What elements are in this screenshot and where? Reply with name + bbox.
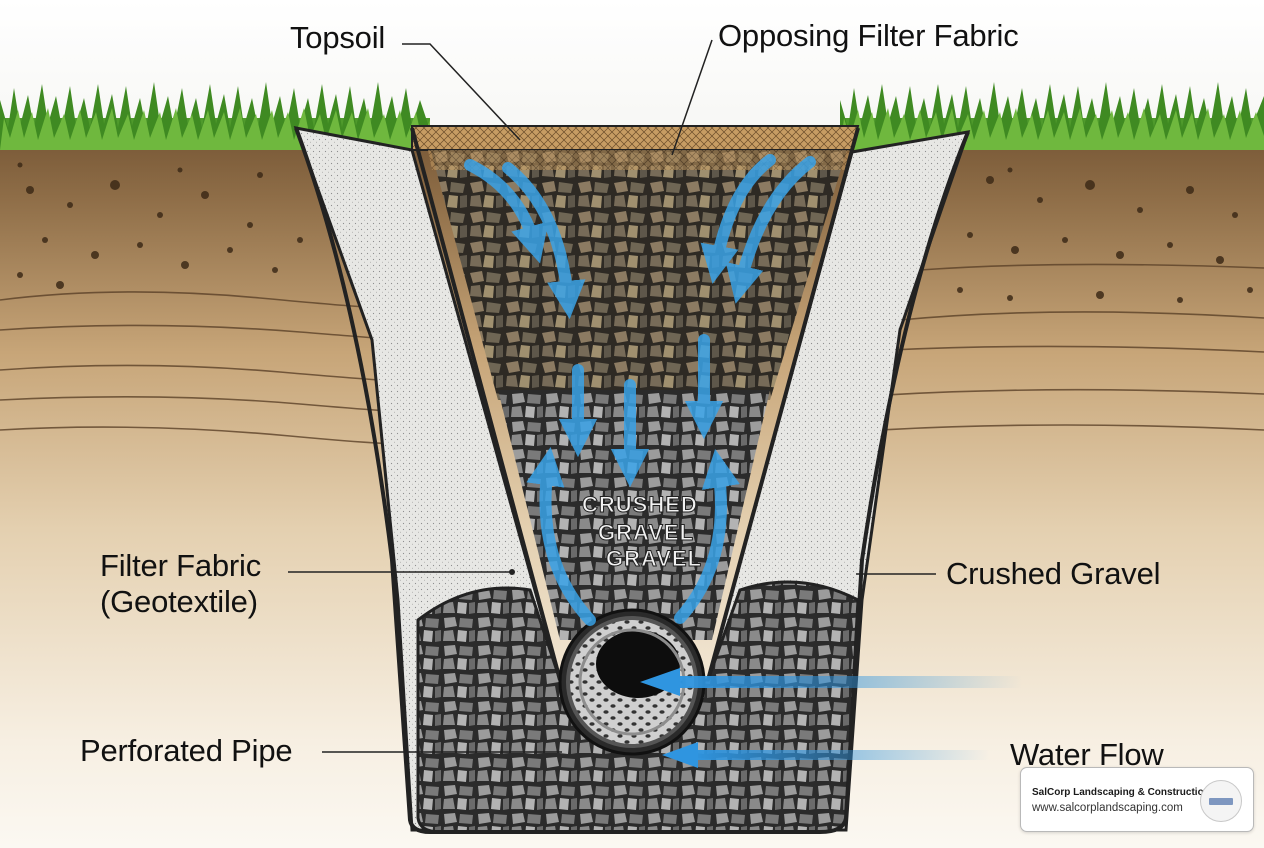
soil-pebbles [17,162,1253,303]
water-flow-arrows [640,668,1022,768]
watermark-badge: SalCorp Landscaping & Construction www.s… [1020,767,1254,832]
trench-text-2: GRAVEL [598,520,694,545]
leader-dot-filter [509,569,515,575]
label-water-flow: Water Flow [1010,737,1164,772]
trench-gravel-text: CRUSHED GRAVEL GRAVEL [582,492,702,572]
leader-lines [288,39,936,753]
trench-wall-right [706,127,860,681]
topsoil-layer [411,125,860,151]
trench-outer-left [294,127,970,834]
label-perforated-pipe: Perforated Pipe [80,733,293,768]
label-topsoil: Topsoil [290,20,386,55]
watermark-company: SalCorp Landscaping & Construction [1032,787,1210,798]
leader-opposing [671,39,713,156]
label-filter-fabric-line1: Filter Fabric [100,548,262,583]
company-logo-icon [1200,780,1242,822]
label-filter-fabric-line2: (Geotextile) [100,583,258,619]
label-opposing-filter-fabric: Opposing Filter Fabric [718,18,1019,53]
trench-wall-left [410,127,562,681]
label-filter-fabric: Filter Fabric (Geotextile) [100,548,261,619]
label-crushed-gravel: Crushed Gravel [946,556,1161,591]
water-arrows [464,154,816,626]
opposing-filter-fabric [428,150,850,170]
watermark-url: www.salcorplandscaping.com [1032,802,1183,814]
trench-text-3: GRAVEL [606,546,702,571]
leader-topsoil [402,43,521,141]
trench-text-1: CRUSHED [582,492,698,517]
